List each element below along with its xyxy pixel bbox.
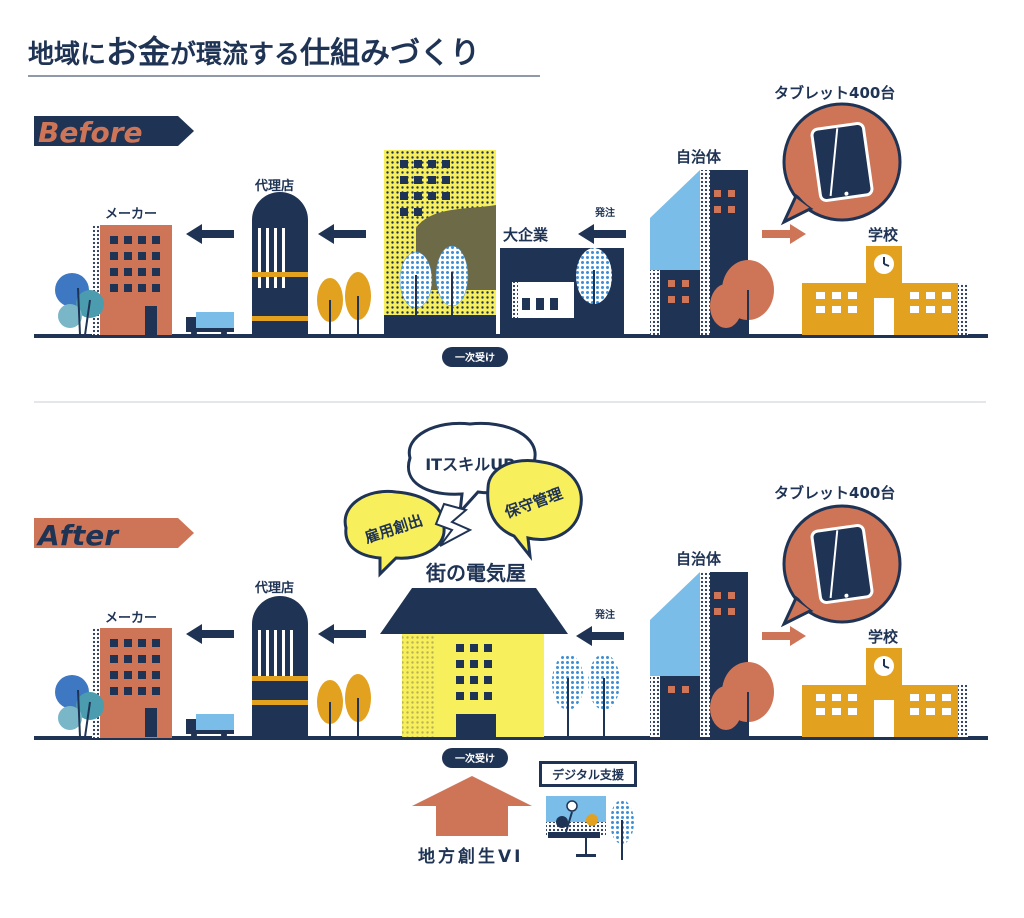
before-school-building: 学校 bbox=[802, 226, 968, 335]
after-agent-building: 代理店 bbox=[252, 580, 308, 737]
after-order-arrow bbox=[576, 626, 624, 646]
after-tablet-icon bbox=[810, 524, 874, 604]
after-truck bbox=[186, 714, 234, 738]
before-school-label: 学校 bbox=[868, 226, 899, 244]
after-it-bubble-label: ITスキルUP bbox=[425, 455, 515, 474]
before-tag: Before bbox=[34, 116, 194, 149]
before-section: Before メーカー bbox=[34, 84, 988, 367]
after-ground-line bbox=[34, 736, 988, 740]
before-tablet-icon bbox=[810, 122, 874, 202]
after-grant-arrow: 地方創生VI bbox=[412, 776, 532, 867]
before-arrow-to-agent bbox=[318, 224, 366, 244]
before-tablets-label: タブレット400台 bbox=[774, 84, 895, 102]
after-blue-trees bbox=[552, 654, 620, 737]
after-section: After メーカー bbox=[34, 421, 988, 867]
before-maker-building: メーカー bbox=[92, 207, 172, 335]
before-municipality-label: 自治体 bbox=[676, 148, 722, 166]
after-maker-building: メーカー bbox=[92, 611, 172, 738]
after-primary-pill: 一次受け bbox=[442, 748, 508, 768]
after-municipality-building: 自治体 bbox=[650, 550, 774, 737]
before-tag-label: Before bbox=[38, 116, 143, 149]
before-maker-trees bbox=[55, 273, 104, 336]
before-truck bbox=[186, 312, 234, 336]
before-maker-label: メーカー bbox=[105, 207, 157, 222]
after-maintenance-bubble: 保守管理 bbox=[486, 459, 583, 561]
after-tag: After bbox=[34, 518, 194, 552]
after-maker-label: メーカー bbox=[105, 611, 157, 626]
after-school-label: 学校 bbox=[868, 628, 899, 646]
after-maker-trees bbox=[55, 675, 104, 738]
before-primary-pill: 一次受け bbox=[442, 347, 508, 367]
before-big-company-label: 大企業 bbox=[503, 226, 549, 244]
title-part-1: 地域に bbox=[28, 40, 106, 70]
after-school-building: 学校 bbox=[802, 628, 968, 737]
page-title: 地域にお金が環流する仕組みづくり bbox=[28, 33, 540, 77]
before-blue-trees bbox=[399, 245, 469, 335]
before-arrow-to-maker bbox=[186, 224, 234, 244]
after-grant-label: 地方創生VI bbox=[418, 846, 523, 867]
after-tablets-label: タブレット400台 bbox=[774, 484, 895, 502]
lightning-icon bbox=[434, 502, 473, 547]
after-arrow-to-school bbox=[762, 626, 806, 646]
before-agent-building: 代理店 bbox=[252, 178, 308, 335]
before-primary-contractor-building bbox=[384, 150, 496, 335]
after-digital-support-label: デジタル支援 bbox=[552, 767, 625, 782]
after-shop-label: 街の電気屋 bbox=[425, 561, 526, 585]
title-part-2: お金 bbox=[106, 33, 171, 71]
after-arrow-to-maker bbox=[186, 624, 234, 644]
after-local-electric-shop: 街の電気屋 bbox=[380, 561, 568, 737]
after-order-label: 発注 bbox=[594, 608, 615, 621]
after-agent-label: 代理店 bbox=[254, 580, 294, 596]
after-orange-trees bbox=[317, 674, 371, 737]
title-part-4: 仕組みづくり bbox=[299, 36, 480, 71]
before-municipality-building: 自治体 bbox=[650, 148, 774, 335]
after-tablet-bubble: タブレット400台 bbox=[774, 484, 902, 628]
before-ground-line bbox=[34, 334, 988, 338]
before-big-company-building: 大企業 bbox=[500, 226, 624, 335]
title-part-3: が環流する bbox=[170, 39, 300, 70]
after-arrow-to-agent bbox=[318, 624, 366, 644]
svg-text:地域にお金が環流する仕組みづくり: 地域にお金が環流する仕組みづくり bbox=[28, 33, 480, 71]
before-primary-label: 一次受け bbox=[455, 351, 495, 364]
after-municipality-label: 自治体 bbox=[676, 550, 722, 568]
before-order-arrow bbox=[578, 224, 626, 244]
before-arrow-to-school bbox=[762, 224, 806, 244]
after-primary-label: 一次受け bbox=[455, 752, 495, 765]
before-order-label: 発注 bbox=[594, 206, 615, 219]
before-tablet-bubble: タブレット400台 bbox=[774, 84, 902, 226]
after-tag-label: After bbox=[36, 519, 120, 552]
before-agent-label: 代理店 bbox=[254, 178, 294, 194]
before-orange-trees bbox=[317, 272, 371, 335]
after-digital-support-scene: デジタル支援 bbox=[539, 761, 637, 860]
